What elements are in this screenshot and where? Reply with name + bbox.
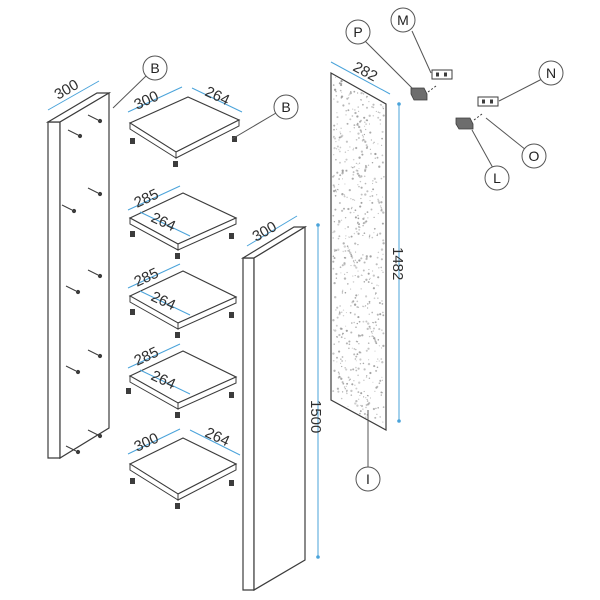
back-panel-width-dim-line: [330, 61, 391, 95]
shelf-2-width-dim-line: [139, 211, 191, 237]
shelf-1-side-edge: [175, 119, 240, 159]
callout-o-label: O: [529, 148, 540, 164]
shelf-4-depth-dim-line: [127, 343, 181, 369]
hardware-bracket-lower: [455, 96, 499, 130]
shelf-4-feet: [126, 388, 234, 418]
back-panel-width-label: 282: [350, 59, 380, 86]
shelf-4: 285 264: [126, 343, 238, 418]
callout-m: M: [390, 7, 432, 74]
shelf-1-depth-dim-line: [127, 86, 183, 113]
shelf-1-feet: [130, 136, 237, 167]
shelf-5-feet: [130, 478, 234, 509]
right-panel-front-face: [242, 257, 255, 591]
bracket-block-l: [455, 117, 474, 130]
callout-i-label: I: [366, 471, 370, 487]
callout-o: O: [485, 117, 547, 169]
shelf-4-side-edge: [177, 376, 237, 410]
left-panel-depth-label: 300: [52, 76, 82, 103]
back-panel: 282 1482: [330, 59, 406, 432]
shelf-3-depth-dim-line: [127, 263, 181, 289]
shelf-2-side-edge: [177, 217, 237, 251]
callout-l: L: [471, 129, 510, 191]
shelf-3-side-edge: [177, 296, 237, 330]
shelf-2-feet: [130, 231, 234, 259]
callout-b-shelf: B: [231, 94, 299, 140]
back-panel-texture: [332, 76, 385, 423]
shelf-pins: [61, 114, 103, 455]
callout-p: P: [345, 19, 414, 90]
right-panel-height-label: 1500: [307, 400, 324, 433]
left-side-panel: 300: [45, 76, 112, 460]
shelf-3: 285 264: [127, 263, 238, 338]
bracket-plate-n: [477, 96, 499, 107]
left-panel-depth-dim-line: [47, 80, 100, 111]
back-panel-height-label: 1482: [389, 247, 406, 280]
right-panel-depth-dim-line: [246, 215, 298, 247]
shelf-2-depth-dim-line: [127, 185, 181, 211]
callout-l-label: L: [493, 170, 501, 186]
shelf-2: 285 264: [127, 185, 238, 259]
left-panel-front-face: [47, 121, 61, 459]
callout-i: I: [355, 410, 381, 492]
shelf-5-depth-dim-line: [127, 428, 181, 455]
shelf-5-width-dim-line: [189, 429, 241, 456]
shelf-3-feet: [130, 309, 234, 338]
shelf-1: 300 264: [127, 83, 243, 167]
callout-n-label: N: [546, 65, 556, 81]
shelf-1-width-dim-line: [191, 87, 243, 113]
callout-b-shelf-label: B: [281, 99, 290, 115]
callout-b-panel: B: [112, 55, 168, 109]
shelf-4-width-dim-line: [139, 369, 191, 395]
callout-b-panel-label: B: [150, 60, 159, 76]
right-panel-outer-face: [253, 225, 306, 592]
callout-n: N: [498, 60, 564, 102]
bracket-plate-m: [431, 69, 453, 80]
shelf-5-side-edge: [177, 463, 237, 501]
hardware-bracket-upper: [410, 69, 453, 101]
shelf-5: 300 264: [127, 424, 241, 509]
shelf-1-depth-label: 300: [132, 88, 162, 114]
callout-p-label: P: [353, 24, 362, 40]
callout-m-label: M: [397, 12, 409, 28]
right-side-panel: 300 1500: [240, 215, 324, 592]
bracket-block-p: [410, 87, 428, 101]
left-panel-inner-face: [59, 91, 110, 460]
shelf-5-width-label: 264: [202, 424, 232, 450]
shelf-3-width-dim-line: [139, 290, 191, 316]
